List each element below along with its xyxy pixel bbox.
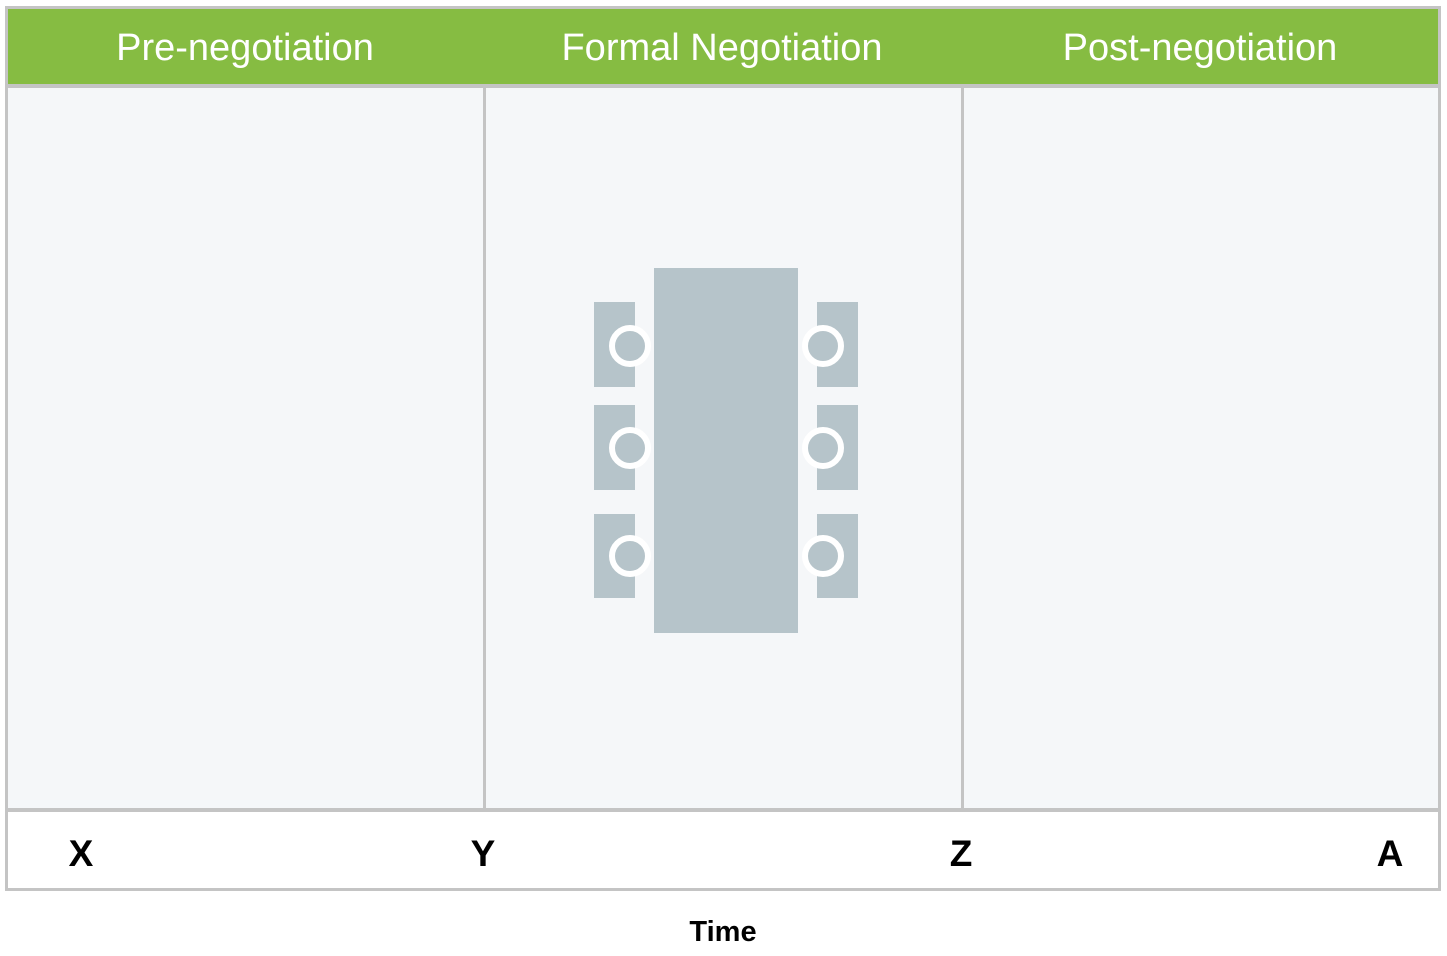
table-icon	[654, 268, 798, 633]
phase-label-formal-negotiation: Formal Negotiation	[561, 27, 882, 69]
person-right-2-icon	[802, 427, 844, 469]
person-right-3-icon	[802, 535, 844, 577]
person-left-2-icon	[609, 427, 651, 469]
timeline-marker-z: Z	[950, 833, 973, 874]
phase-header-band	[8, 9, 1438, 84]
person-right-1-icon	[802, 325, 844, 367]
negotiation-table-icon	[594, 268, 858, 633]
phase-label-pre-negotiation: Pre-negotiation	[116, 27, 374, 69]
timeline-marker-y: Y	[471, 833, 496, 874]
time-axis-label: Time	[689, 916, 756, 948]
timeline-marker-x: X	[69, 833, 94, 874]
phase-label-post-negotiation: Post-negotiation	[1063, 27, 1338, 69]
timeline-marker-a: A	[1377, 833, 1404, 874]
person-left-3-icon	[609, 535, 651, 577]
person-left-1-icon	[609, 325, 651, 367]
